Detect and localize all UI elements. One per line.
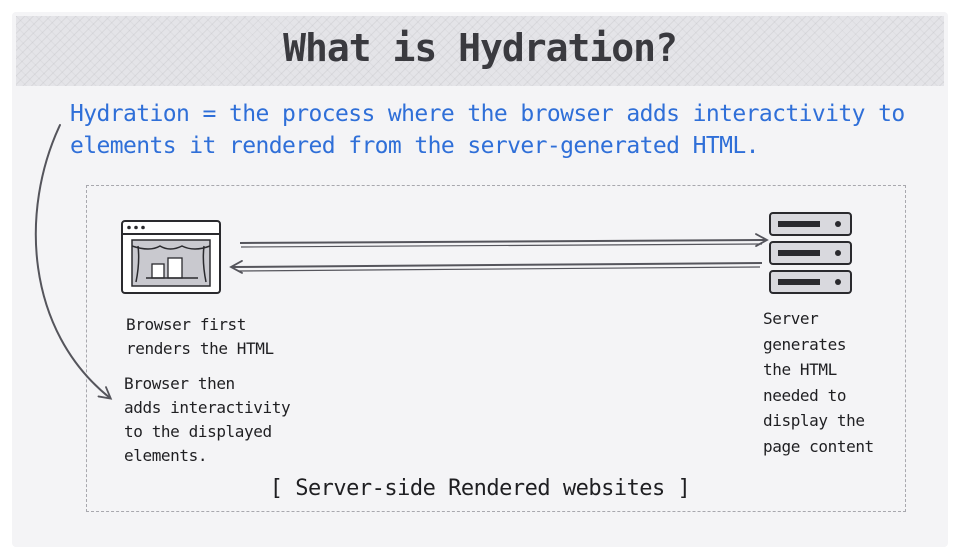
server-label-line: the HTML — [763, 360, 837, 379]
title-band — [16, 16, 944, 86]
diagram-title: What is Hydration? — [283, 26, 678, 70]
browser-then-label: Browser then adds interactivity to the d… — [124, 372, 291, 468]
request-arrow — [239, 233, 769, 247]
browser-first-label: Browser first renders the HTML — [126, 313, 274, 361]
browser-then-label-line: adds interactivity — [124, 398, 291, 417]
server-label-line: generates — [763, 334, 847, 354]
response-arrow — [229, 260, 763, 274]
browser-first-label-line: Browser first — [126, 315, 247, 334]
browser-then-label-line: to the displayed — [124, 422, 272, 441]
definition-line-1: Hydration = the process where the browse… — [70, 101, 905, 127]
server-label: Server generates the HTML needed to disp… — [763, 306, 874, 459]
server-label-line: needed to — [763, 385, 847, 405]
browser-window-icon — [121, 220, 221, 294]
server-label-line: display the — [763, 411, 865, 430]
frame-caption: [ Server-side Rendered websites ] — [269, 476, 691, 501]
hydration-definition: Hydration = the process where the browse… — [70, 98, 930, 162]
ssr-frame — [86, 185, 906, 512]
browser-then-label-line: Browser then — [124, 374, 235, 393]
browser-then-label-line: elements. — [124, 446, 208, 465]
browser-first-label-line: renders the HTML — [126, 339, 274, 358]
server-label-line: page content — [763, 436, 874, 456]
definition-line-2: elements it rendered from the server-gen… — [70, 133, 759, 159]
server-label-line: Server — [763, 309, 819, 328]
server-stack-icon — [769, 212, 852, 294]
hydration-curve-arrow — [34, 124, 113, 400]
